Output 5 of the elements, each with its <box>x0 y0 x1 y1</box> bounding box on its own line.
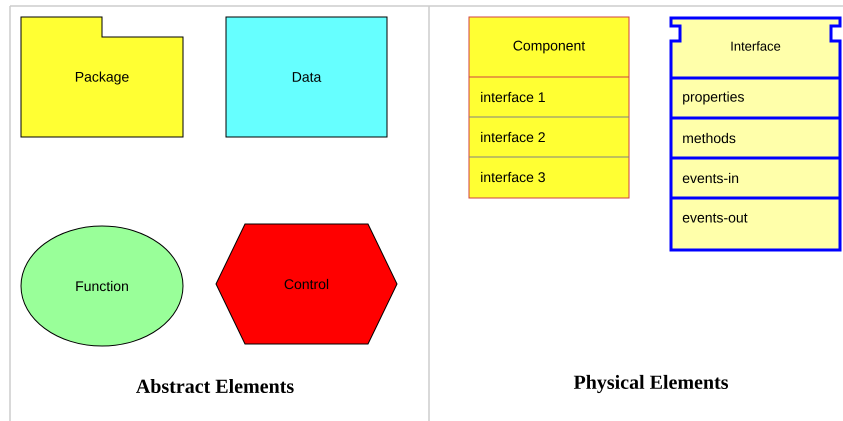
interface-box: Interface properties methods events-in events-out <box>670 16 842 252</box>
data-box: Data <box>226 16 388 138</box>
section-title: Abstract Elements <box>136 378 294 394</box>
section-title: Physical Elements <box>574 374 728 394</box>
component-box: Component interface 1 interface 2 interface 3 <box>468 16 630 198</box>
